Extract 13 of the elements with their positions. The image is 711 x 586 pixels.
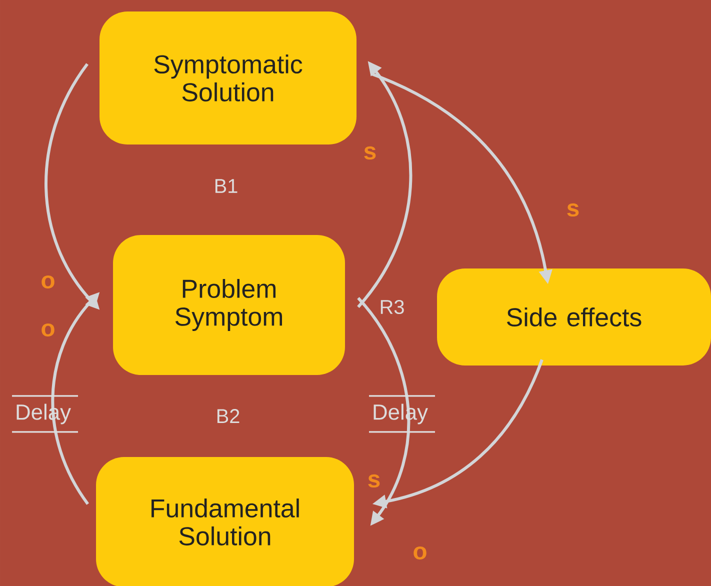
process-box: Problem Symptom bbox=[113, 234, 345, 375]
process-box: Symptomatic Solution bbox=[100, 12, 356, 144]
process-box: Fundamental Solution bbox=[96, 456, 354, 586]
polarity-label: s bbox=[364, 146, 376, 160]
loop-label: B1 bbox=[215, 179, 238, 193]
polarity-label: s bbox=[567, 203, 579, 217]
process-box: Side effects bbox=[437, 268, 711, 366]
polarity-label: s bbox=[368, 474, 380, 488]
polarity-label: o bbox=[42, 323, 54, 337]
polarity-label: o bbox=[42, 275, 54, 289]
loop-label: R3 bbox=[380, 300, 404, 314]
polarity-label: o bbox=[414, 546, 426, 560]
loop-label: B2 bbox=[217, 409, 240, 423]
